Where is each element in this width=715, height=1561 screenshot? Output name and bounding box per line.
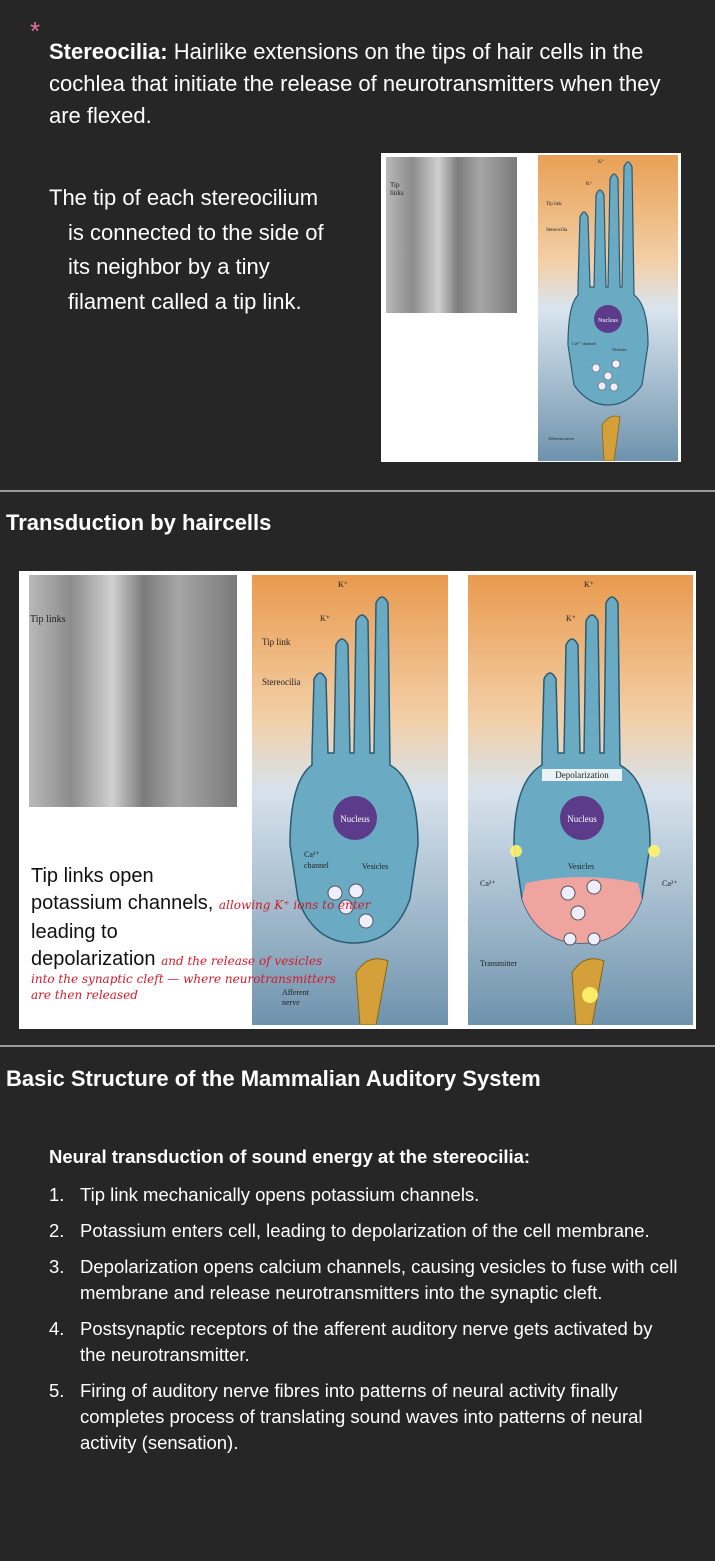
item-text: Potassium enters cell, leading to depola… [80,1220,650,1241]
tip-link-label: Tip link [546,202,562,207]
tip-link-label: Tip link [262,637,291,647]
list-item: 4. Postsynaptic receptors of the afferent… [49,1316,679,1368]
caption-line: potassium channels, [31,892,214,914]
caption-line: depolarization [31,948,156,970]
depolarization-label: Depolarization [555,770,609,780]
list-item: 5. Firing of auditory nerve fibres into p… [49,1378,679,1456]
tip-link-line: The tip of each stereocilium [49,185,319,210]
list-subheading: Neural transduction of sound energy at t… [49,1146,531,1167]
caption-line: Tip links open [31,865,154,887]
transmitter-label: Transmitter [480,959,517,968]
nucleus-icon [594,305,622,333]
ca-channel-label: Ca²⁺ channel [572,341,597,346]
k-label: K⁺ [586,181,593,187]
definition-text: Hairlike extensions on the tips of hair … [49,39,661,128]
item-text: Firing of auditory nerve fibres into pat… [80,1380,643,1453]
handwritten-note: into the synaptic cleft — where neurotra… [31,972,336,986]
channel-label: channel [304,861,330,870]
afferent-label: Afferent [282,988,310,997]
nerve-label: nerve [282,998,300,1007]
afferent-nerve-label: Afferent nerve [548,436,574,441]
tip-link-line: its neighbor by a tiny [68,254,270,279]
hair-cell-diagram: Nucleus K⁺ K⁺ Tip link Stereocilia Ca²⁺ … [538,155,678,461]
item-text: Tip link mechanically opens potassium ch… [80,1184,480,1205]
nucleus-label: Nucleus [567,814,597,824]
item-number: 4. [49,1318,65,1339]
k-label: K⁺ [584,580,594,589]
list-item: 1. Tip link mechanically opens potassium … [49,1182,679,1208]
handwritten-note: are then released [31,988,138,1002]
section-heading: Transduction by haircells [6,510,272,535]
handwritten-note: allowing K⁺ ions to enter [218,898,371,912]
item-text: Postsynaptic receptors of the afferent a… [80,1318,653,1365]
section-divider [0,490,715,492]
hair-cell-figure: Tip links Nucleus K⁺ K⁺ Tip link Stereoc… [381,153,681,462]
left-haircell-diagram: Nucleus K⁺ K⁺ Tip link Stereocilia Ca²⁺ … [252,575,448,1025]
nucleus-label: Nucleus [340,814,370,824]
list-item: 3. Depolarization opens calcium channels,… [49,1254,679,1306]
item-number: 1. [49,1184,65,1205]
item-number: 2. [49,1220,65,1241]
handwritten-note: and the release of vesicles [161,954,323,968]
transduction-steps-list: 1. Tip link mechanically opens potassium … [49,1182,679,1466]
k-label: K⁺ [566,614,576,623]
ca-label: Ca²⁺ [662,879,678,888]
nucleus-label: Nucleus [598,318,618,324]
k-label: K⁺ [320,614,330,623]
vesicles-label: Vesicles [612,347,627,352]
tip-link-line: is connected to the side of [68,219,324,245]
stereocilia-label: Stereocilia [546,228,568,233]
tip-links-label: Tip links [390,181,404,197]
k-label: K⁺ [338,580,348,589]
stereocilia-label: Stereocilia [262,677,300,687]
micrograph-image [386,157,517,313]
micrograph-image [29,575,237,807]
section-heading: Basic Structure of the Mammalian Auditor… [6,1066,541,1091]
ca-label: Ca²⁺ [304,850,320,859]
list-item: 2. Potassium enters cell, leading to depo… [49,1218,679,1244]
k-label: K⁺ [598,159,605,165]
tip-link-paragraph: The tip of each stereocilium is connecte… [49,181,379,319]
vesicles-label: Vesicles [362,862,388,871]
vesicles-label: Vesicles [568,862,594,871]
stereocilia-definition: Stereocilia: Hairlike extensions on the … [49,36,689,132]
definition-term: Stereocilia: [49,39,168,64]
tip-links-label: Tip links [30,614,66,625]
transduction-figure: Tip links Nucleus K⁺ K⁺ Tip link Stereoc… [19,571,696,1029]
right-haircell-diagram: Nucleus Depolarization K⁺ K⁺ Vesicles Ca… [468,575,693,1025]
item-number: 3. [49,1256,65,1277]
caption-line: leading to [31,921,118,943]
item-text: Depolarization opens calcium channels, c… [80,1256,678,1303]
tip-link-line: filament called a tip link. [68,288,302,314]
item-number: 5. [49,1380,65,1401]
section-divider [0,1045,715,1047]
handwritten-note-block: into the synaptic cleft — where neurotra… [31,971,391,1003]
asterisk-icon: * [30,16,41,46]
ca-label: Ca²⁺ [480,879,496,888]
transduction-caption: Tip links open potassium channels, allow… [31,863,391,975]
